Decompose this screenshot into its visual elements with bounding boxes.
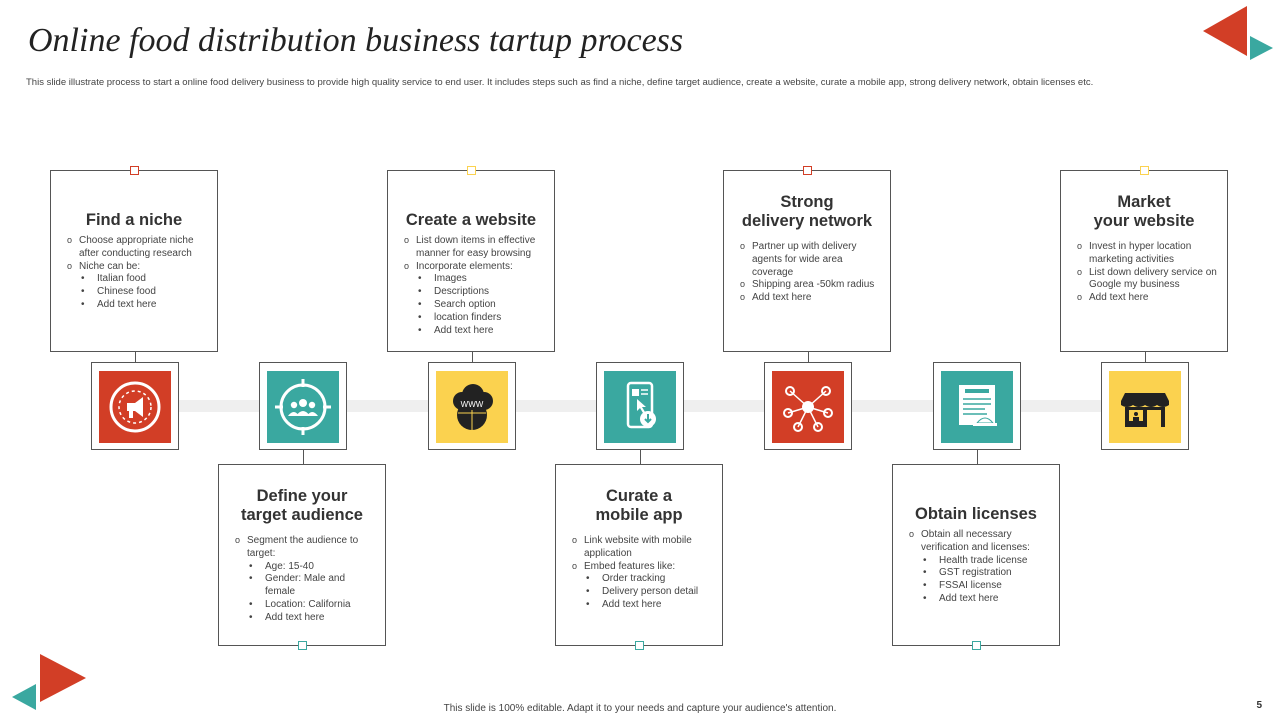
connector-line: [640, 450, 641, 464]
top-right-triangles-decoration: [1203, 6, 1273, 60]
connector-line: [135, 352, 136, 362]
card-marker: [467, 166, 476, 175]
network-icon: [772, 371, 844, 443]
mobile-app-icon: [604, 371, 676, 443]
bullet-item: Add text here: [734, 291, 882, 305]
step-title: target audience: [241, 506, 363, 524]
step-title: your website: [1093, 212, 1195, 230]
step-card: Create a websiteList down items in effec…: [387, 170, 555, 352]
step-bullet-list: Choose appropriate niche after conductin…: [61, 234, 209, 312]
megaphone-icon: [99, 371, 171, 443]
bullet-item: Incorporate elements:ImagesDescriptionsS…: [398, 260, 546, 338]
step-title: Market: [1117, 193, 1171, 211]
step-card: Find a nicheChoose appropriate niche aft…: [50, 170, 218, 352]
bullet-item: List down items in effective manner for …: [398, 234, 546, 261]
bullet-item: Shipping area -50km radius: [734, 278, 882, 292]
bullet-item: Niche can be:Italian foodChinese foodAdd…: [61, 260, 209, 312]
sub-bullet-item: Descriptions: [416, 286, 546, 299]
card-marker: [635, 641, 644, 650]
sub-bullet-item: GST registration: [921, 567, 1051, 580]
card-marker: [972, 641, 981, 650]
bullet-item: Link website with mobile application: [566, 534, 714, 561]
step-bullet-list: Obtain all necessary verification and li…: [903, 528, 1051, 606]
sub-bullet-list: ImagesDescriptionsSearch optionlocation …: [416, 273, 546, 337]
license-document-icon: [941, 371, 1013, 443]
page-number: 5: [1256, 700, 1262, 711]
sub-bullet-item: Italian food: [79, 273, 209, 286]
sub-bullet-item: Add text here: [247, 612, 377, 625]
sub-bullet-item: Add text here: [921, 593, 1051, 606]
card-marker: [298, 641, 307, 650]
bullet-item: List down delivery service on Google my …: [1071, 266, 1219, 293]
step-icon-tile: [933, 362, 1021, 450]
sub-bullet-item: Search option: [416, 299, 546, 312]
sub-bullet-list: Age: 15-40Gender: Male and femaleLocatio…: [247, 561, 377, 625]
step-title: Find a niche: [85, 211, 183, 229]
step-title: delivery network: [741, 212, 873, 230]
www-cloud-icon: WWW: [436, 371, 508, 443]
svg-text:WWW: WWW: [461, 400, 484, 409]
step-bullet-list: Invest in hyper location marketing activ…: [1071, 240, 1219, 305]
step-icon-tile: [1101, 362, 1189, 450]
sub-bullet-item: Delivery person detail: [584, 586, 714, 599]
card-marker: [1140, 166, 1149, 175]
bullet-item: Add text here: [1071, 291, 1219, 305]
bottom-left-triangles-decoration: [12, 654, 86, 710]
sub-bullet-item: Add text here: [416, 325, 546, 338]
card-marker: [130, 166, 139, 175]
step-icon-tile: [91, 362, 179, 450]
footer-note: This slide is 100% editable. Adapt it to…: [443, 703, 837, 714]
sub-bullet-item: Chinese food: [79, 286, 209, 299]
card-marker: [803, 166, 812, 175]
step-title: mobile app: [595, 506, 683, 524]
step-title: Strong: [780, 193, 834, 211]
bullet-item: Partner up with delivery agents for wide…: [734, 240, 882, 279]
bullet-item: Segment the audience to target:Age: 15-4…: [229, 534, 377, 625]
page-title: Online food distribution business tartup…: [28, 22, 684, 59]
connector-line: [977, 450, 978, 464]
bullet-item: Choose appropriate niche after conductin…: [61, 234, 209, 261]
page-subtitle: This slide illustrate process to start a…: [26, 77, 1094, 88]
sub-bullet-list: Order trackingDelivery person detailAdd …: [584, 573, 714, 611]
sub-bullet-item: location finders: [416, 312, 546, 325]
sub-bullet-item: Add text here: [79, 299, 209, 312]
step-icon-tile: [259, 362, 347, 450]
sub-bullet-item: Add text here: [584, 599, 714, 612]
step-bullet-list: Link website with mobile applicationEmbe…: [566, 534, 714, 612]
step-bullet-list: List down items in effective manner for …: [398, 234, 546, 338]
connector-line: [303, 450, 304, 464]
sub-bullet-item: Order tracking: [584, 573, 714, 586]
step-bullet-list: Segment the audience to target:Age: 15-4…: [229, 534, 377, 625]
sub-bullet-list: Health trade licenseGST registrationFSSA…: [921, 555, 1051, 606]
bullet-item: Embed features like:Order trackingDelive…: [566, 560, 714, 612]
sub-bullet-item: Health trade license: [921, 555, 1051, 568]
connector-line: [808, 352, 809, 362]
connector-line: [472, 352, 473, 362]
connector-line: [1145, 352, 1146, 362]
step-icon-tile: WWW: [428, 362, 516, 450]
storefront-icon: [1109, 371, 1181, 443]
sub-bullet-item: FSSAI license: [921, 580, 1051, 593]
step-icon-tile: [764, 362, 852, 450]
step-bullet-list: Partner up with delivery agents for wide…: [734, 240, 882, 305]
step-icon-tile: [596, 362, 684, 450]
step-title: Obtain licenses: [915, 505, 1037, 523]
sub-bullet-list: Italian foodChinese foodAdd text here: [79, 273, 209, 311]
step-title: Define your: [256, 487, 348, 505]
sub-bullet-item: Gender: Male and female: [247, 573, 377, 599]
sub-bullet-item: Images: [416, 273, 546, 286]
step-card: Obtain licensesObtain all necessary veri…: [892, 464, 1060, 646]
bullet-item: Invest in hyper location marketing activ…: [1071, 240, 1219, 267]
audience-target-icon: [267, 371, 339, 443]
sub-bullet-item: Age: 15-40: [247, 561, 377, 574]
sub-bullet-item: Location: California: [247, 599, 377, 612]
step-title: Create a website: [405, 211, 537, 229]
step-title: Curate a: [605, 487, 673, 505]
bullet-item: Obtain all necessary verification and li…: [903, 528, 1051, 606]
